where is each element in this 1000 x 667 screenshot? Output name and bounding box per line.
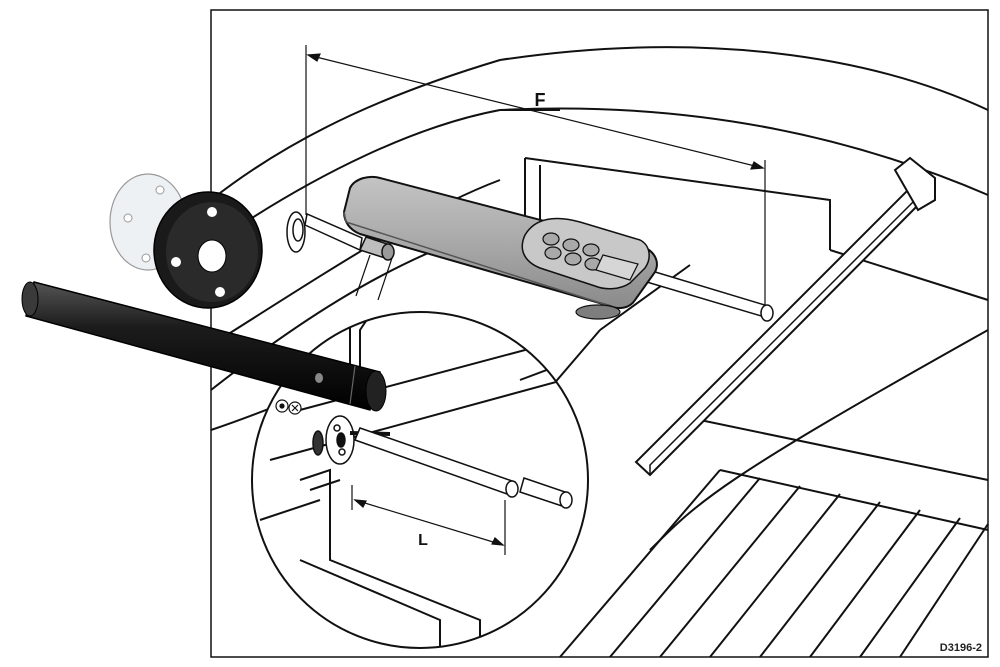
push-rod (304, 212, 774, 322)
deck-socket (286, 211, 306, 253)
zoom-fittings (312, 415, 573, 509)
tiller-arm (634, 156, 936, 477)
collar-fitting (358, 236, 395, 261)
dimension-f (305, 45, 766, 315)
dimension-label-l: L (418, 532, 428, 549)
tiller-pilot-unit (342, 175, 658, 320)
black-mounting-flange (153, 191, 263, 309)
dimension-l (351, 485, 506, 555)
figure-reference: D3196-2 (940, 642, 982, 654)
dimension-label-f: F (535, 90, 546, 110)
black-push-rod (21, 281, 387, 412)
screws (275, 399, 302, 415)
